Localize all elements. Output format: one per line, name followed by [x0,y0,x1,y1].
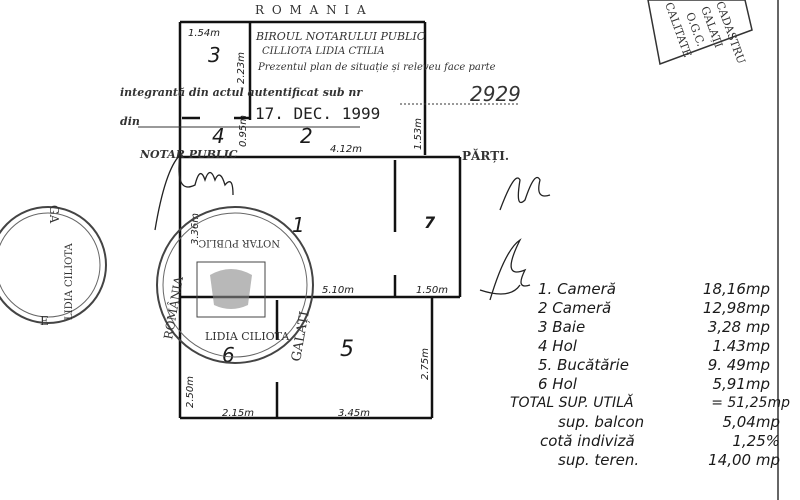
svg-text:2.75m: 2.75m [420,348,431,380]
room-5: 5 [340,337,354,362]
left-seal: LIDIA CILIOTA GA E [0,205,107,328]
svg-text:PĂRȚI.: PĂRȚI. [462,147,509,164]
svg-text:GA: GA [47,205,61,224]
svg-text:2.50m: 2.50m [185,376,196,408]
svg-text:1.50m: 1.50m [416,285,448,296]
svg-text:GALAȚI: GALAȚI [289,310,313,363]
svg-text:LIDIA CILIOTA: LIDIA CILIOTA [64,243,75,320]
svg-text:ROMÂNIA: ROMÂNIA [160,275,186,341]
svg-text:CILLIOTA LIDIA CTILIA: CILLIOTA LIDIA CTILIA [262,46,385,57]
svg-text:1.53m: 1.53m [413,118,424,150]
svg-text:NOTAR PUBLIC: NOTAR PUBLIC [139,148,238,161]
svg-text:NOTAR PUBLIC: NOTAR PUBLIC [198,237,280,248]
svg-text:2.15m: 2.15m [222,408,254,419]
total-useful-area: TOTAL SUP. UTILĂ= 51,25mp [510,395,790,411]
signatures [154,153,551,301]
notary-seal: ROMÂNIA NOTAR PUBLIC LIDIA CILIOTA GALAȚ… [156,206,314,364]
room-3: 3 [208,43,221,67]
land-area: sup. teren.14,00 mp [558,451,780,469]
svg-text:0.95m: 0.95m [238,115,249,147]
room-2: 2 [300,124,313,148]
svg-text:Prezentul plan de situație și: Prezentul plan de situație și releveu fa… [257,62,496,73]
room-4: 4 [212,124,225,148]
svg-text:R O M A N I A: R O M A N I A [255,3,368,17]
svg-text:E: E [40,314,49,328]
svg-text:integrantă din actul autentifi: integrantă din actul autentificat sub nr [120,86,363,99]
notary-signature [154,153,234,231]
room-1: 1 [292,213,305,237]
party-signature-1 [499,176,551,211]
svg-text:BIROUL NOTARULUI PUBLIC: BIROUL NOTARULUI PUBLIC [255,30,426,43]
svg-text:17. DEC. 1999: 17. DEC. 1999 [255,104,380,123]
room-6: 6 [222,343,235,367]
svg-text:1.54m: 1.54m [188,28,220,39]
svg-text:5.10m: 5.10m [322,285,354,296]
svg-text:2929: 2929 [470,82,521,106]
cadastre-stamp: CADASTRU GALAȚI O.G.C. CALITATE [647,0,753,66]
dimensions: 1.54m 2.23m 1.53m 0.95m 4.12m 3.36m 5.10… [185,28,448,419]
svg-text:din: din [120,115,140,128]
svg-text:4.12m: 4.12m [330,144,362,155]
coat-of-arms-icon [210,269,252,309]
notary-header: R O M A N I A BIROUL NOTARULUI PUBLIC CI… [120,3,521,164]
party-signature-2 [479,238,531,301]
room-7: 7 [424,213,436,232]
svg-text:LIDIA CILIOTA: LIDIA CILIOTA [205,330,290,343]
svg-text:2.23m: 2.23m [236,52,247,84]
room-numbers: 3 2 4 1 7 5 6 [208,43,436,367]
svg-text:3.36m: 3.36m [190,213,201,245]
svg-text:3.45m: 3.45m [338,408,370,419]
walls [178,20,462,420]
